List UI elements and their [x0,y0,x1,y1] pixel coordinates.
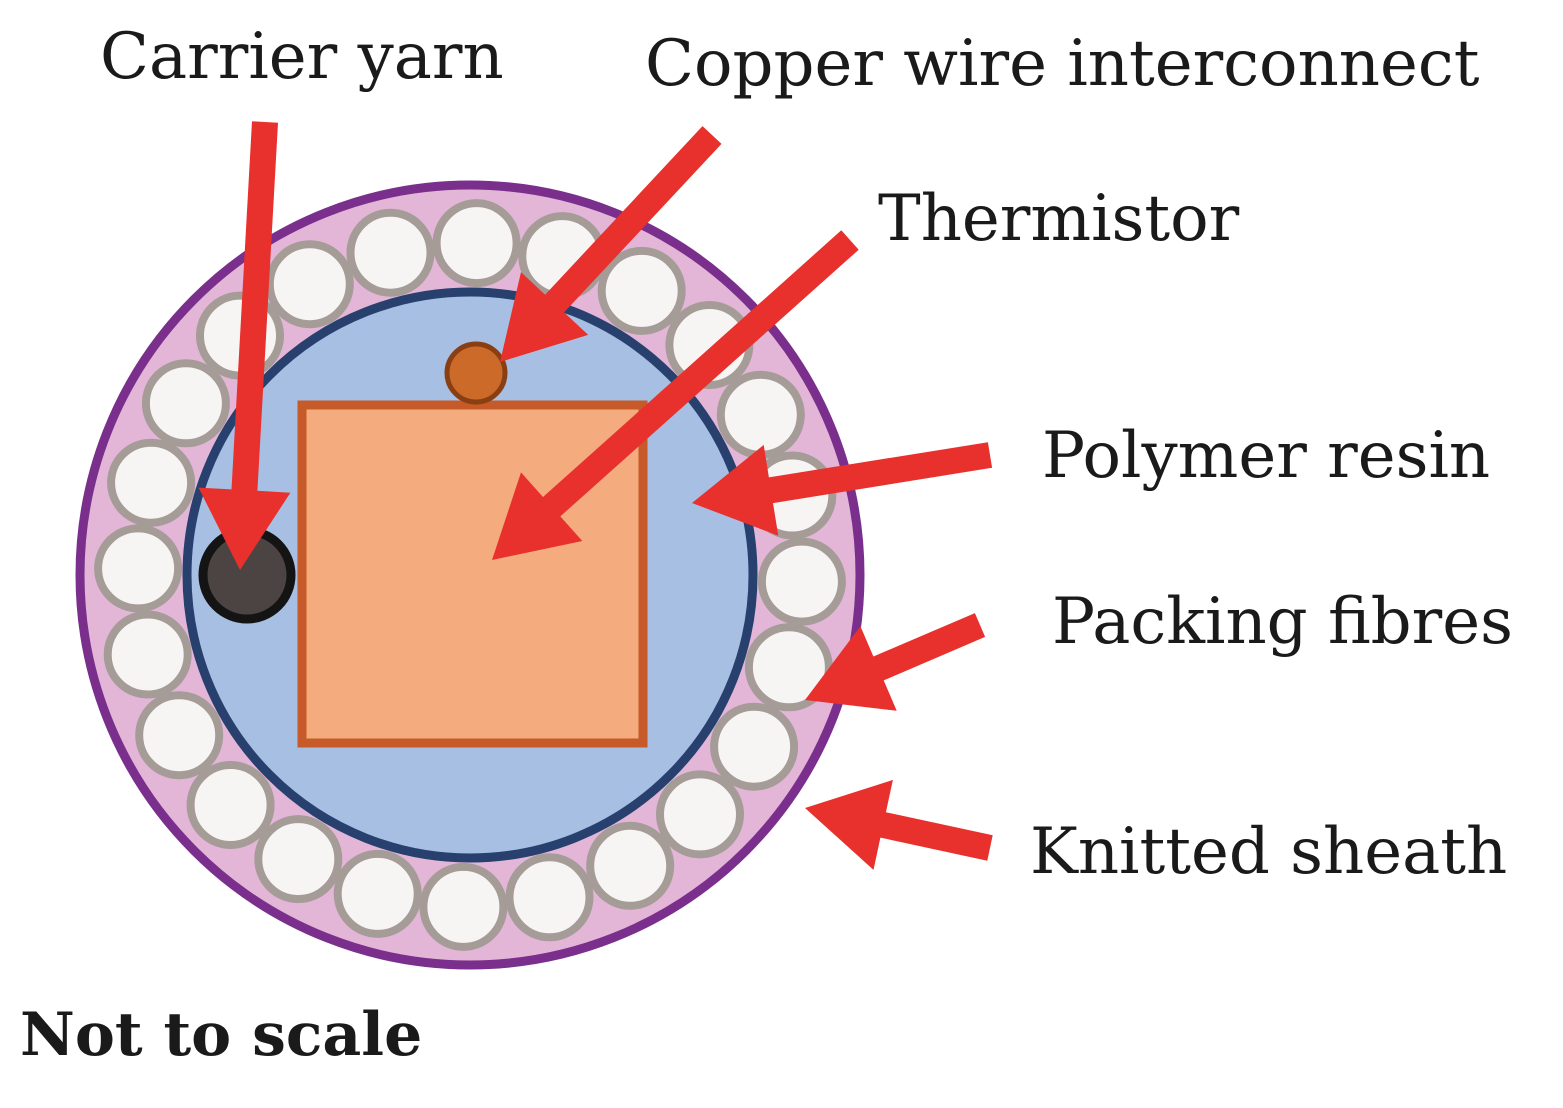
packing-fibre [744,623,833,712]
thermistor-arrow [492,230,859,561]
packing-fibre [346,208,435,297]
polymer-resin-arrow [692,442,993,536]
annotation-arrows [198,121,993,870]
packing-fibre [135,691,224,780]
packing-fibre [107,438,196,527]
packing-fibre [656,770,744,859]
packing-fibre [141,359,230,448]
copper-wire-arrow [500,126,722,362]
packing-fibre [103,610,192,699]
copper-wire-interconnect [444,341,508,405]
knitted-sheath-arrow [805,779,993,870]
packing-fibre [505,853,594,942]
packing-fibre [265,240,354,329]
packing-fibre [710,702,799,791]
packing-fibres-label: Packing fibres [1052,585,1513,659]
thermistor-label: Thermistor [878,182,1240,256]
not-to-scale-note: Not to scale [20,1000,422,1070]
packing-fibre [757,537,846,626]
packing-fibre [597,246,686,335]
carrier-yarn-arrow [198,121,291,571]
packing-fibre [333,849,422,938]
packing-fibre [432,199,521,288]
packing-fibre [586,821,675,910]
polymer-resin-label: Polymer resin [1042,419,1490,493]
packing-fibres-arrow [805,613,986,711]
packing-fibre [254,815,343,904]
packing-fibre [186,761,275,849]
copper-wire-label: Copper wire interconnect [645,27,1480,101]
packing-fibre [419,862,508,951]
packing-fibre [94,524,183,613]
packing-fibre [716,370,805,459]
knitted-sheath-label: Knitted sheath [1030,815,1507,889]
carrier-yarn-label: Carrier yarn [100,20,504,94]
